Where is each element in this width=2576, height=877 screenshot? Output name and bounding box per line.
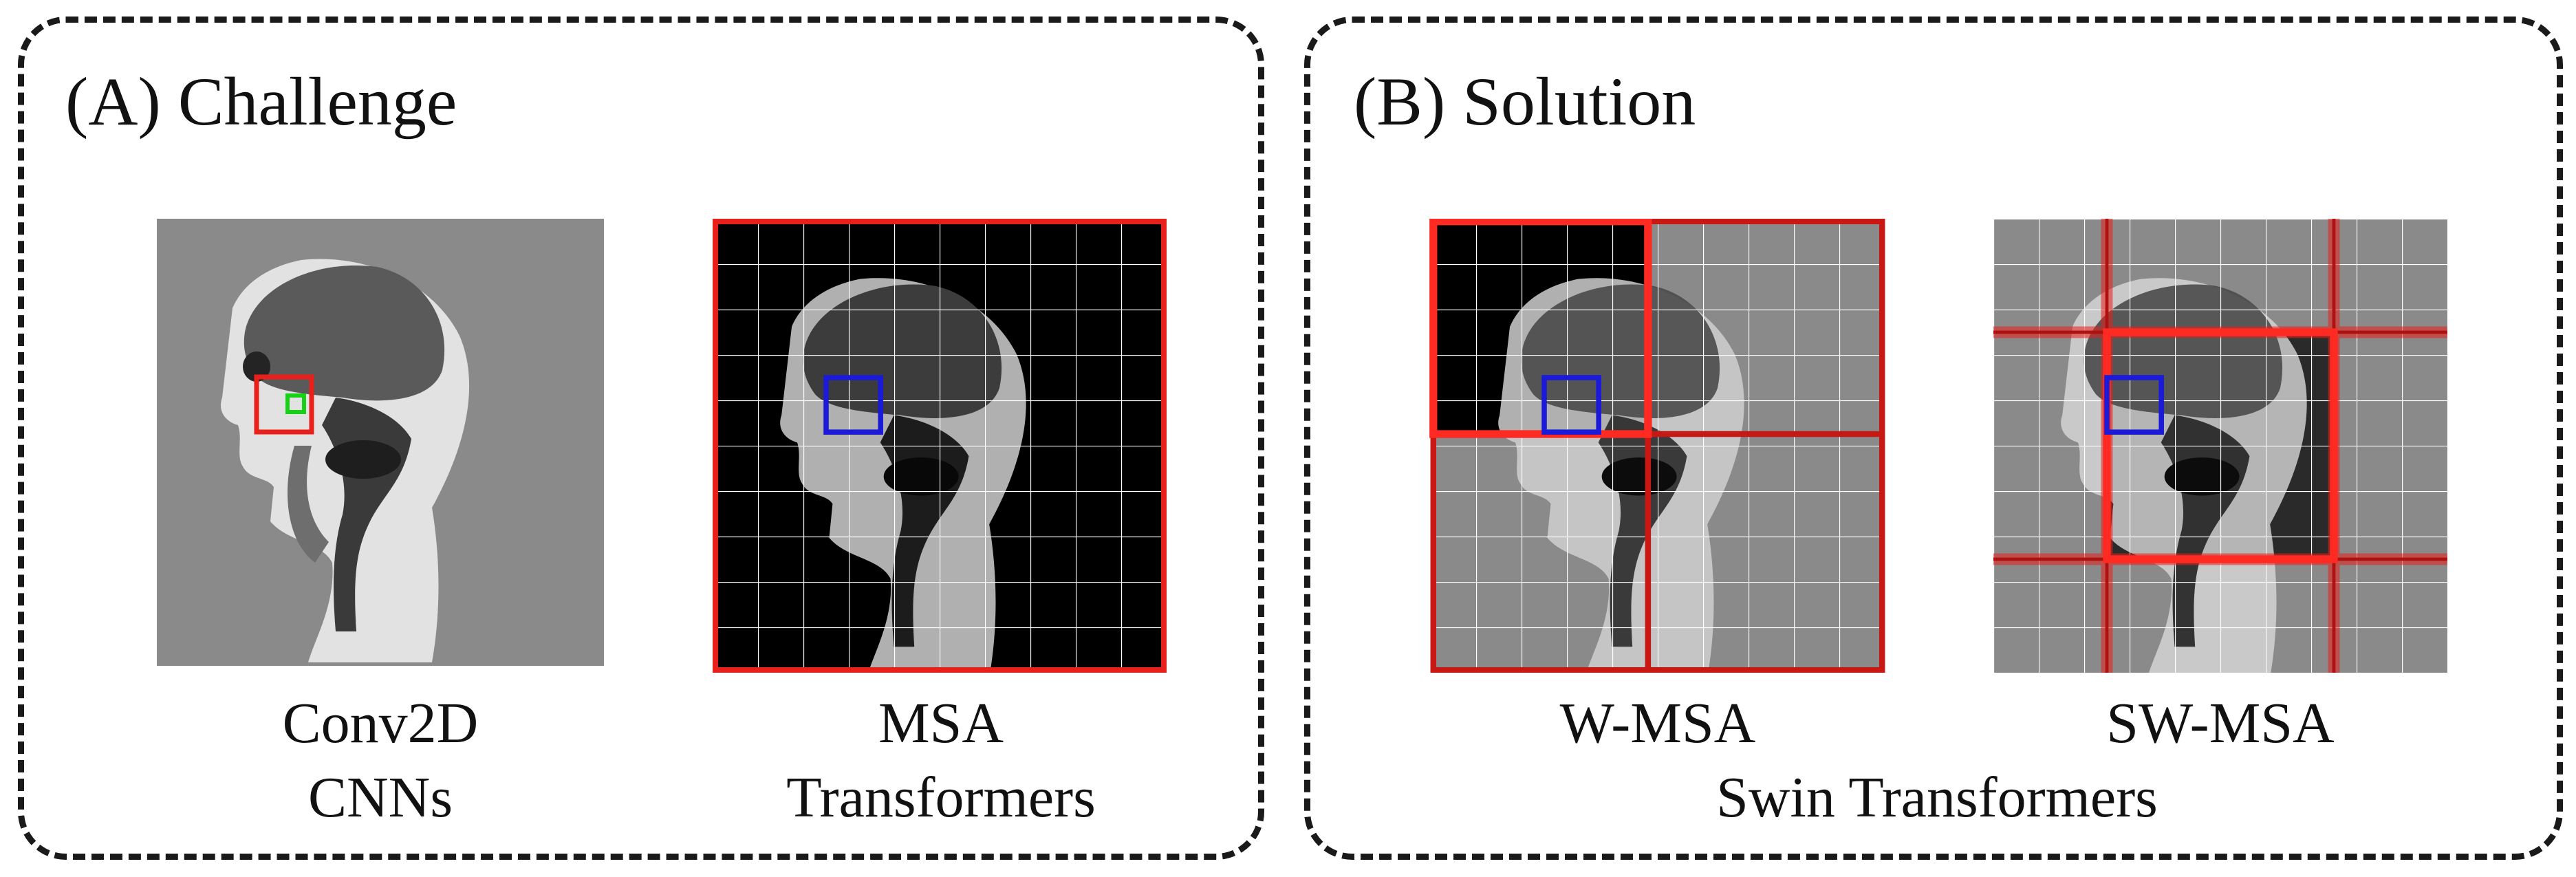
conv2d-mri-figure bbox=[157, 219, 604, 666]
swin-transformers-caption: Swin Transformers bbox=[1716, 766, 2158, 830]
panel-a-title: (A) Challenge bbox=[65, 63, 457, 140]
msa-caption: MSA bbox=[878, 691, 1004, 755]
sw-msa-caption: SW-MSA bbox=[2106, 691, 2335, 755]
w-msa-caption: W-MSA bbox=[1559, 691, 1756, 755]
shifted-active-window bbox=[2103, 328, 2338, 563]
sw-msa-mri-figure bbox=[1993, 219, 2447, 673]
transformers-caption: Transformers bbox=[786, 766, 1096, 830]
cnns-caption: CNNs bbox=[307, 766, 453, 830]
query-patch-box bbox=[823, 375, 883, 435]
panel-b-solution bbox=[1304, 17, 2563, 860]
panel-b-title: (B) Solution bbox=[1354, 63, 1696, 140]
conv2d-caption: Conv2D bbox=[282, 691, 479, 755]
conv-kernel-box bbox=[285, 393, 306, 414]
receptive-field-box bbox=[254, 374, 314, 435]
global-attention-window bbox=[713, 219, 1167, 673]
w-msa-mri-figure bbox=[1429, 219, 1885, 673]
panel-a-challenge bbox=[18, 17, 1264, 860]
msa-mri-figure bbox=[713, 219, 1167, 673]
active-window bbox=[1429, 219, 1652, 438]
query-patch-box bbox=[1541, 375, 1601, 435]
query-patch-box bbox=[2104, 375, 2164, 435]
